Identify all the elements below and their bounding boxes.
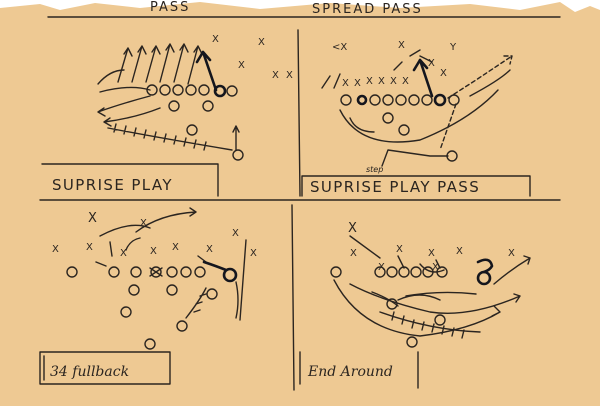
offensive-line	[356, 93, 460, 107]
header: PASS SPREAD PASS	[47, 0, 561, 18]
back-marker	[406, 336, 418, 348]
defender-mark: Y	[449, 42, 457, 53]
sweep-route	[97, 95, 151, 117]
pass-route-long	[447, 55, 513, 99]
key-route-arrow	[412, 58, 434, 98]
defender-mark: X	[396, 244, 403, 255]
defender-mark: X	[508, 248, 515, 259]
flank-route	[235, 281, 239, 319]
defensive-line: X X X X X X	[342, 76, 409, 89]
back-route	[232, 125, 240, 151]
sideline-mark	[239, 239, 247, 321]
back-marker	[232, 149, 244, 161]
back-marker	[128, 284, 140, 296]
back-marker	[144, 338, 156, 350]
step-route	[381, 149, 449, 167]
key-route-arrow	[202, 260, 228, 272]
defender-mark: X	[350, 248, 357, 259]
defender-mark: X	[150, 246, 157, 257]
step-note: step	[366, 165, 383, 174]
back-marker	[176, 320, 188, 332]
caption-34-fullback: 34 fullback	[50, 364, 129, 380]
caption-box	[301, 175, 531, 197]
defender-mark: X	[456, 246, 463, 257]
end-hook-mark	[476, 258, 494, 274]
back-marker	[398, 124, 410, 136]
back-marker	[120, 306, 132, 318]
defender-mark: X	[348, 221, 357, 236]
back-marker	[340, 94, 352, 106]
defender-mark: X	[86, 242, 93, 253]
back-marker	[382, 112, 394, 124]
end-around-route	[349, 283, 521, 314]
defender-mark: X	[428, 248, 435, 259]
defender-mark: X	[432, 262, 439, 273]
offensive-line	[66, 266, 238, 283]
caption-end-around: End Around	[307, 364, 393, 380]
flank-route	[493, 255, 531, 285]
svg-text:X: X	[342, 78, 349, 89]
defense-routes	[99, 207, 197, 257]
defender-mark: X	[398, 40, 405, 51]
defender-mark: X	[140, 218, 147, 229]
line-block-marks	[95, 255, 207, 277]
back-marker	[206, 288, 218, 300]
caption-suprise-play-pass: SUPRISE PLAY PASS	[310, 178, 480, 196]
panel-top-left: X X X X X	[41, 34, 293, 197]
back-marker	[186, 124, 198, 136]
back-marker	[166, 284, 178, 296]
sweep-route	[103, 107, 161, 127]
defender-mark: X	[272, 70, 279, 81]
blocking-path	[379, 311, 481, 339]
back-marker	[202, 100, 214, 112]
back-marker	[386, 298, 398, 310]
caption-box	[39, 351, 171, 385]
end-around-route	[333, 279, 501, 337]
sweep-route	[339, 89, 499, 143]
defender-mark: X	[212, 34, 219, 45]
panel-bottom-right: X X X X X X X X End Around	[299, 221, 531, 389]
key-route-arrow	[195, 50, 218, 92]
back-marker	[434, 314, 446, 326]
caption-box	[299, 351, 419, 389]
panel-bottom-left: X X X X X X X X X X	[39, 207, 257, 385]
fullback-route	[185, 287, 207, 319]
defender-mark: X	[120, 248, 127, 259]
svg-text:X: X	[402, 76, 409, 87]
defender-mark: X	[88, 211, 97, 226]
defender-mark: X	[206, 244, 213, 255]
defender-mark: X	[172, 242, 179, 253]
caption-suprise-play: SUPRISE PLAY	[52, 176, 173, 194]
defender-mark: X	[250, 248, 257, 259]
svg-text:X: X	[354, 78, 361, 89]
pass-routes	[321, 49, 433, 89]
vertical-divider-bottom	[291, 204, 295, 391]
defender-mark: X	[238, 60, 245, 71]
defense-routes	[349, 235, 445, 273]
defender-mark: X	[428, 58, 435, 69]
header-left-title: PASS	[150, 0, 190, 15]
defender-mark: X	[52, 244, 59, 255]
back-route	[371, 291, 477, 307]
sweep-route	[349, 117, 375, 133]
svg-text:X: X	[390, 76, 397, 87]
svg-text:X: X	[366, 76, 373, 87]
defender-mark: X	[258, 37, 265, 48]
defender-mark: <X	[332, 42, 347, 53]
vertical-divider-top	[297, 29, 301, 197]
caption-box	[41, 163, 219, 197]
defender-mark: X	[440, 68, 447, 79]
blocking-path	[107, 123, 233, 151]
flank-route	[469, 69, 511, 97]
header-right-title: SPREAD PASS	[312, 2, 423, 17]
svg-text:X: X	[378, 76, 385, 87]
panel-top-right: <X X Y X X X X X X X X	[301, 40, 531, 197]
defender-mark: X	[286, 70, 293, 81]
offensive-line	[146, 84, 238, 98]
defender-mark: X	[232, 228, 239, 239]
back-marker	[168, 100, 180, 112]
